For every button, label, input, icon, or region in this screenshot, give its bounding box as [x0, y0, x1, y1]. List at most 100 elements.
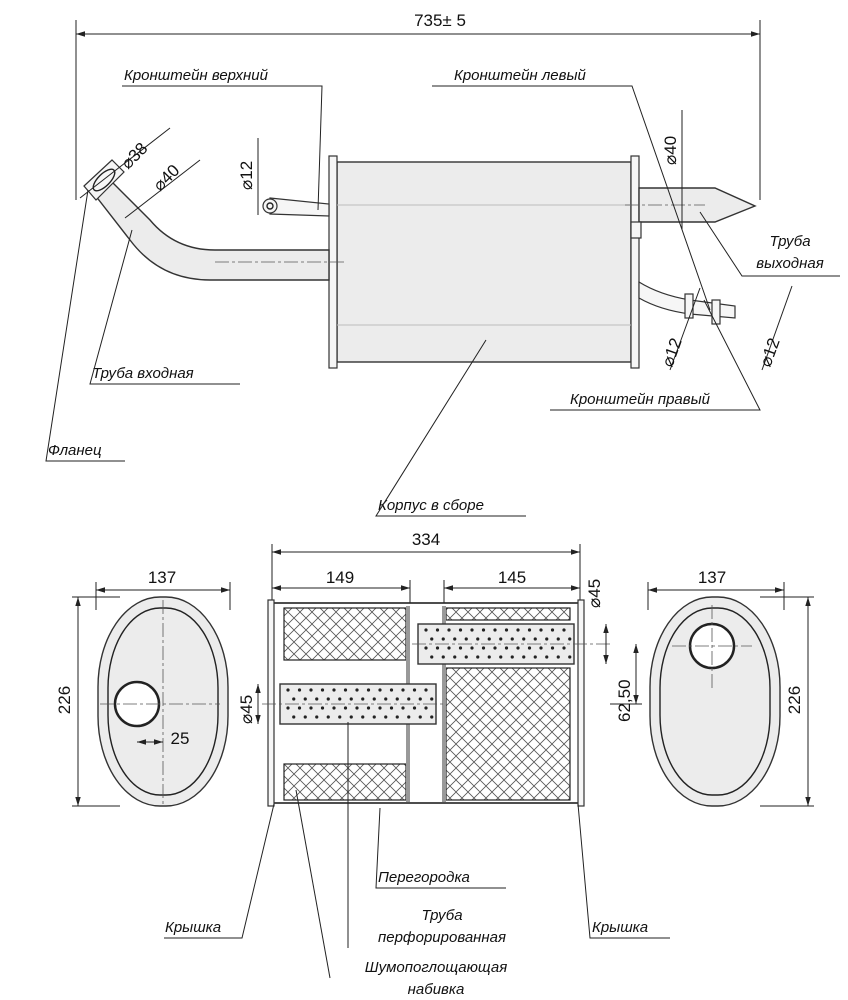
total-length-label: 334 [412, 530, 440, 549]
perforation-hole [568, 637, 572, 641]
perforation-hole [430, 697, 434, 701]
d12-upper-label: ⌀12 [237, 161, 256, 190]
right-bracket-collar-2 [711, 299, 721, 325]
perforation-hole [499, 637, 503, 641]
perforation-hole [286, 688, 290, 692]
perforation-hole [389, 688, 394, 692]
perforation-hole [309, 706, 313, 710]
perforation-hole [464, 655, 468, 659]
perforation-hole [556, 637, 560, 641]
left-height-label: 226 [55, 686, 74, 714]
perforation-hole [401, 688, 405, 692]
perforation-hole [516, 628, 520, 632]
inner-pipe-right-label: ⌀45 [585, 579, 604, 608]
d40-leader [124, 159, 201, 219]
perforation-hole [527, 628, 532, 632]
leader-right-bracket [550, 299, 761, 411]
perforation-hole [527, 646, 532, 650]
perforation-hole [407, 697, 411, 701]
label-inlet-pipe: Труба входная [92, 365, 194, 382]
section-view: 334 149 145 ⌀45 ⌀45 62,50 [164, 530, 670, 998]
partition-2 [442, 606, 446, 802]
d12-right1-leader [669, 287, 701, 371]
left-offset-label: 25 [171, 729, 190, 748]
d38-leader [79, 127, 171, 199]
perforation-hole [389, 706, 394, 710]
perforation-hole [286, 706, 290, 710]
perforation-hole [510, 637, 514, 641]
d40-inlet-label: ⌀40 [149, 161, 183, 195]
label-body-assembly: Корпус в сборе [378, 497, 484, 514]
left-width-label: 137 [148, 568, 176, 587]
perforation-holes-right [424, 628, 572, 659]
right-chamber-label: 145 [498, 568, 526, 587]
label-cover-left: Крышка [165, 919, 221, 936]
d12-right1-label: ⌀12 [658, 335, 686, 369]
right-height-label: 226 [785, 686, 804, 714]
perforation-hole [372, 697, 376, 701]
perforation-holes-left [286, 688, 434, 719]
upper-bracket [269, 197, 330, 217]
label-packing-2: набивка [408, 981, 465, 998]
perforation-hole [372, 715, 376, 719]
packing-top-right [445, 607, 571, 621]
leader-inlet-pipe [89, 229, 240, 385]
perforation-hole [332, 688, 336, 692]
perforation-hole [539, 628, 543, 632]
perforation-hole [545, 655, 549, 659]
left-chamber-label: 149 [326, 568, 354, 587]
offset-label: 62,50 [615, 679, 634, 722]
d38-label: ⌀38 [117, 139, 151, 173]
perforation-hole [355, 688, 359, 692]
perforation-hole [533, 655, 537, 659]
perforation-hole [349, 697, 353, 701]
perforation-hole [430, 637, 434, 641]
perforation-hole [539, 646, 543, 650]
leader-packing [295, 789, 331, 979]
right-end-view: 137 226 [647, 568, 814, 807]
label-outlet-pipe-1: Труба [769, 233, 810, 250]
top-view: 735± 5 ⌀38 ⌀40 ⌀12 ⌀40 [45, 11, 840, 517]
label-upper-bracket: Кронштейн верхний [124, 67, 269, 84]
section-cover-left [267, 599, 275, 807]
label-right-bracket: Кронштейн правый [570, 391, 711, 408]
d12-right2-label: ⌀12 [756, 335, 784, 369]
perforation-hole [499, 655, 503, 659]
leader-cover-right [577, 803, 670, 939]
perforation-hole [430, 715, 434, 719]
perforation-hole [292, 715, 296, 719]
perforation-hole [424, 706, 428, 710]
perforation-hole [343, 688, 348, 692]
perforation-hole [516, 646, 520, 650]
section-cover-right [577, 599, 585, 807]
perforation-hole [533, 637, 537, 641]
left-bracket [630, 221, 642, 239]
perforation-hole [315, 715, 319, 719]
packing-bottom-left [283, 763, 407, 801]
perforation-hole [343, 706, 348, 710]
perforation-hole [522, 637, 526, 641]
perforation-hole [481, 628, 486, 632]
label-flange: Фланец [48, 442, 102, 459]
left-end-view: 137 226 25 [55, 568, 231, 807]
perforation-hole [430, 655, 434, 659]
perforation-hole [453, 655, 457, 659]
right-end-cap [649, 596, 781, 807]
perforation-hole [476, 637, 480, 641]
packing-top-left [283, 607, 407, 661]
perforation-hole [447, 628, 451, 632]
perforation-hole [568, 655, 572, 659]
perforation-hole [395, 715, 399, 719]
perforation-hole [332, 706, 336, 710]
perforation-hole [504, 646, 509, 650]
perforation-hole [326, 697, 330, 701]
perforation-hole [349, 715, 353, 719]
perforation-hole [458, 628, 463, 632]
perforation-hole [303, 715, 307, 719]
perforation-hole [366, 706, 371, 710]
perforation-hole [487, 655, 491, 659]
perforation-hole [355, 706, 359, 710]
perforation-hole [424, 688, 428, 692]
leader-partition [375, 807, 506, 889]
perforation-hole [297, 688, 302, 692]
